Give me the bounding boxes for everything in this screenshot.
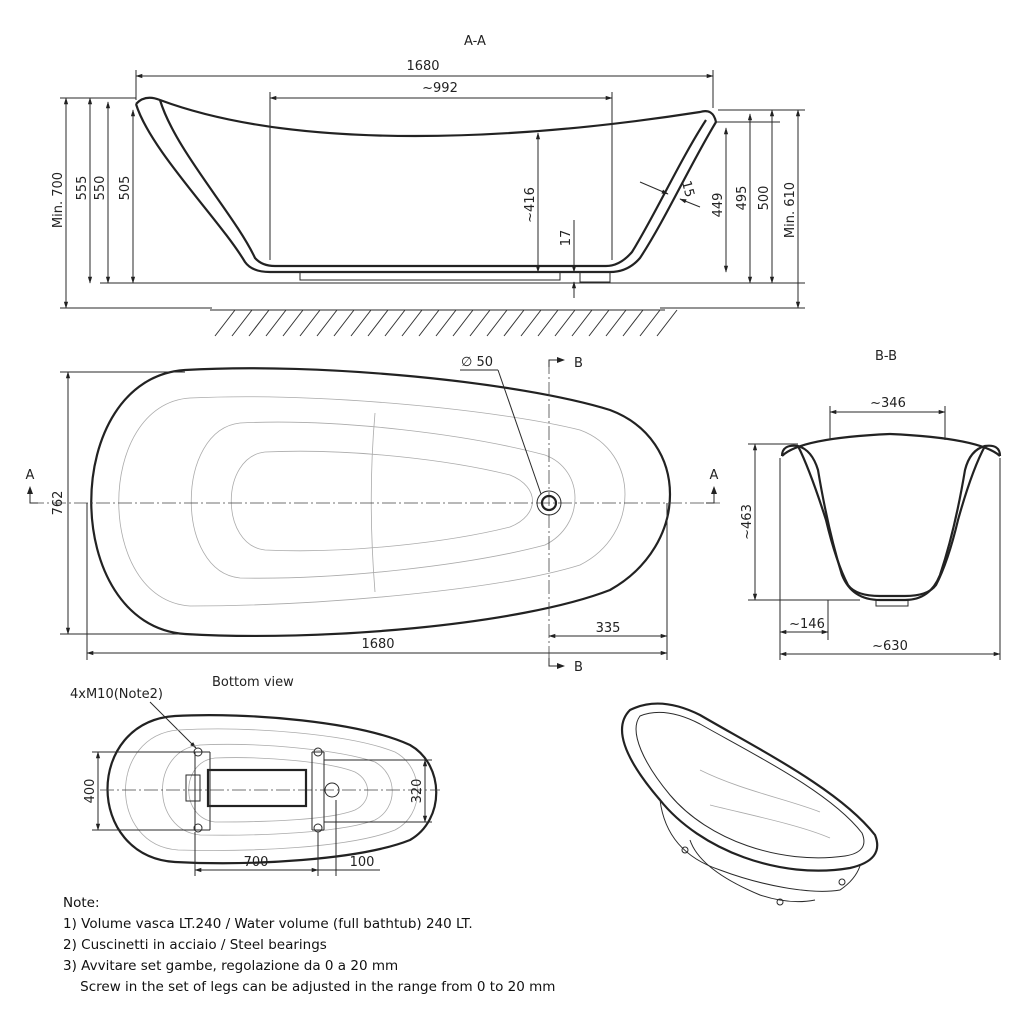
dim-400-bottom: 400 bbox=[83, 751, 195, 831]
note-line-4: Screw in the set of legs can be adjusted… bbox=[63, 979, 556, 995]
dim-700-bottom: 700 bbox=[194, 832, 319, 876]
dim-555-label: 555 bbox=[75, 176, 90, 201]
dim-505-label: 505 bbox=[118, 176, 133, 201]
dim-min610-label: Min. 610 bbox=[783, 182, 798, 238]
dim-floor-aa: 17 bbox=[559, 220, 577, 298]
svg-text:1680: 1680 bbox=[361, 637, 394, 652]
svg-text:A: A bbox=[26, 468, 35, 483]
notes-heading: Note: bbox=[63, 895, 100, 911]
dim-1680-label: 1680 bbox=[406, 59, 439, 74]
dim-550-label: 550 bbox=[93, 176, 108, 201]
dim-drain-offset: 335 bbox=[548, 621, 668, 639]
dim-100-bottom: 100 bbox=[318, 800, 380, 876]
dim-15-label: 15 bbox=[678, 179, 697, 199]
section-marker-a-left: A bbox=[26, 468, 38, 504]
note-line-1: 1) Volume vasca LT.240 / Water volume (f… bbox=[63, 916, 473, 932]
dim-wall-aa: 15 bbox=[639, 179, 701, 208]
dim-depth-aa: ~416 bbox=[523, 132, 541, 273]
dim-length-aa: 1680 bbox=[135, 59, 714, 108]
section-bb: B-B ~346 ~463 ~146 ~630 bbox=[740, 349, 1002, 660]
dim-495-label: 495 bbox=[735, 186, 750, 211]
top-view: ∅ 50 B B A A 762 bbox=[26, 355, 720, 675]
bottom-view: Bottom view 4xM10(Note2) 400 bbox=[70, 675, 440, 876]
dim-449-label: 449 bbox=[711, 193, 726, 218]
dim-top-width-bb: ~346 bbox=[829, 396, 946, 440]
ground-hatch bbox=[210, 309, 678, 337]
dim-320-bottom: 320 bbox=[324, 759, 432, 823]
dim-length-top: 1680 bbox=[86, 503, 668, 660]
svg-text:762: 762 bbox=[51, 491, 66, 516]
section-marker-a-right: A bbox=[706, 468, 719, 504]
dim-left-verticals: Min. 700 555 550 505 bbox=[51, 97, 212, 309]
svg-text:335: 335 bbox=[596, 621, 621, 636]
section-aa: A-A 1680 ~992 bbox=[51, 34, 805, 337]
center-plate bbox=[185, 768, 308, 808]
section-marker-b-top: B bbox=[548, 356, 583, 371]
dim-depth-bb: ~463 bbox=[740, 443, 860, 601]
dim-width-bb: ~630 bbox=[779, 458, 1001, 660]
svg-text:320: 320 bbox=[410, 779, 425, 804]
dim-right-verticals: 449 495 500 Min. 610 bbox=[660, 109, 805, 309]
dim-17-label: 17 bbox=[559, 230, 574, 247]
section-aa-title: A-A bbox=[464, 34, 486, 49]
dim-992-label: ~992 bbox=[422, 81, 458, 96]
dim-min700-label: Min. 700 bbox=[51, 172, 66, 228]
drain-label: ∅ 50 bbox=[461, 355, 493, 370]
drain-icon bbox=[536, 490, 562, 516]
note-line-2: 2) Cuscinetti in acciaio / Steel bearing… bbox=[63, 937, 327, 953]
dim-416-label: ~416 bbox=[523, 187, 538, 223]
svg-text:700: 700 bbox=[244, 855, 269, 870]
svg-text:~463: ~463 bbox=[740, 504, 755, 540]
svg-text:400: 400 bbox=[83, 779, 98, 804]
dim-base-offset-bb: ~146 bbox=[779, 458, 829, 660]
svg-text:B-B: B-B bbox=[875, 349, 897, 364]
section-aa-profile bbox=[100, 96, 800, 284]
svg-text:~630: ~630 bbox=[872, 639, 908, 654]
svg-text:A: A bbox=[710, 468, 719, 483]
top-view-outline bbox=[90, 367, 671, 638]
svg-text:~146: ~146 bbox=[789, 617, 825, 632]
isometric-view bbox=[620, 702, 879, 906]
note-line-3: 3) Avvitare set gambe, regolazione da 0 … bbox=[63, 958, 399, 974]
notes-block: Note: 1) Volume vasca LT.240 / Water vol… bbox=[63, 893, 555, 998]
dim-500-label: 500 bbox=[757, 186, 772, 211]
svg-text:100: 100 bbox=[350, 855, 375, 870]
dim-inner-length-aa: ~992 bbox=[269, 81, 613, 260]
svg-text:Bottom view: Bottom view bbox=[212, 675, 294, 690]
dim-width-top: 762 bbox=[51, 371, 185, 635]
svg-text:~346: ~346 bbox=[870, 396, 906, 411]
svg-text:B: B bbox=[574, 660, 583, 675]
callout-label: 4xM10(Note2) bbox=[70, 687, 163, 702]
svg-text:B: B bbox=[574, 356, 583, 371]
section-marker-b-bottom: B bbox=[548, 658, 583, 675]
